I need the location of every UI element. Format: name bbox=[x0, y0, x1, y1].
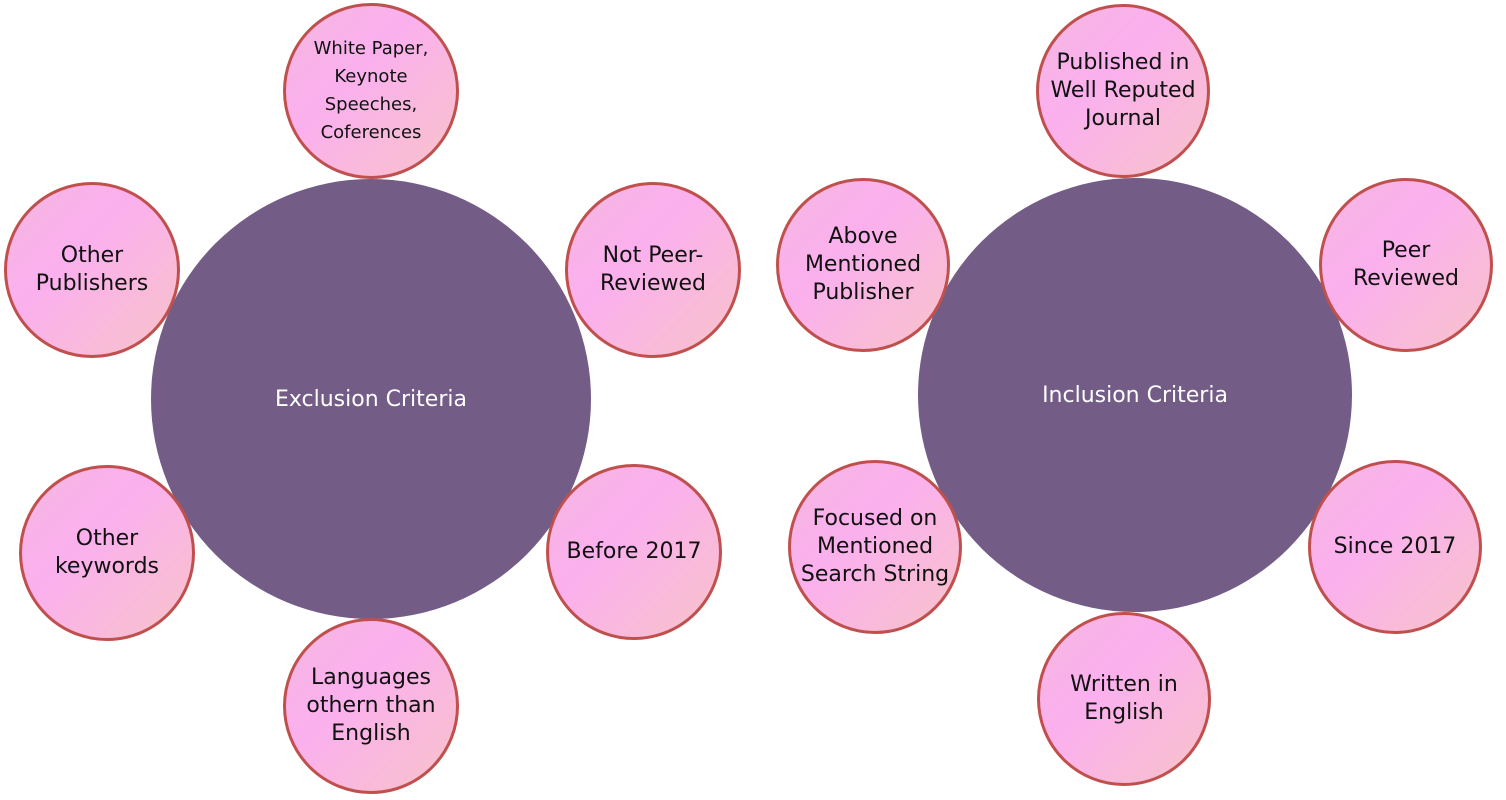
exclusion-item-other-publishers-label: Other Publishers bbox=[35, 243, 149, 296]
inclusion-item-above-publisher: Above Mentioned Publisher bbox=[776, 178, 950, 352]
exclusion-title: Exclusion Criteria bbox=[275, 386, 467, 412]
inclusion-item-reputed-journal-label: Published in Well Reputed Journal bbox=[1050, 50, 1196, 131]
inclusion-item-search-string: Focused on Mentioned Search String bbox=[788, 460, 962, 634]
exclusion-item-whitepaper: White Paper, Keynote Speeches, Coference… bbox=[283, 3, 459, 179]
inclusion-item-search-string-label: Focused on Mentioned Search String bbox=[800, 506, 950, 587]
inclusion-item-above-publisher-label: Above Mentioned Publisher bbox=[804, 224, 922, 305]
exclusion-item-not-peer-reviewed-label: Not Peer- Reviewed bbox=[600, 243, 706, 296]
exclusion-item-whitepaper-label: White Paper, Keynote Speeches, Coference… bbox=[313, 38, 429, 143]
exclusion-item-languages-label: Languages othern than English bbox=[306, 665, 436, 746]
inclusion-item-peer-reviewed: Peer Reviewed bbox=[1319, 178, 1493, 352]
exclusion-hub: Exclusion Criteria bbox=[151, 179, 591, 619]
exclusion-item-other-keywords: Other keywords bbox=[19, 465, 195, 641]
inclusion-title: Inclusion Criteria bbox=[1042, 382, 1228, 408]
exclusion-item-not-peer-reviewed: Not Peer- Reviewed bbox=[565, 182, 741, 358]
inclusion-item-written-english-label: Written in English bbox=[1070, 672, 1178, 725]
inclusion-item-written-english: Written in English bbox=[1037, 612, 1211, 786]
inclusion-item-peer-reviewed-label: Peer Reviewed bbox=[1353, 238, 1459, 291]
exclusion-item-languages: Languages othern than English bbox=[283, 618, 459, 794]
exclusion-item-other-publishers: Other Publishers bbox=[4, 182, 180, 358]
inclusion-item-reputed-journal: Published in Well Reputed Journal bbox=[1036, 4, 1210, 178]
exclusion-item-before-2017: Before 2017 bbox=[546, 464, 722, 640]
inclusion-item-since-2017-label: Since 2017 bbox=[1333, 534, 1457, 559]
exclusion-item-other-keywords-label: Other keywords bbox=[54, 526, 160, 579]
exclusion-item-before-2017-label: Before 2017 bbox=[566, 539, 702, 564]
inclusion-item-since-2017: Since 2017 bbox=[1308, 460, 1482, 634]
inclusion-hub: Inclusion Criteria bbox=[918, 178, 1352, 612]
